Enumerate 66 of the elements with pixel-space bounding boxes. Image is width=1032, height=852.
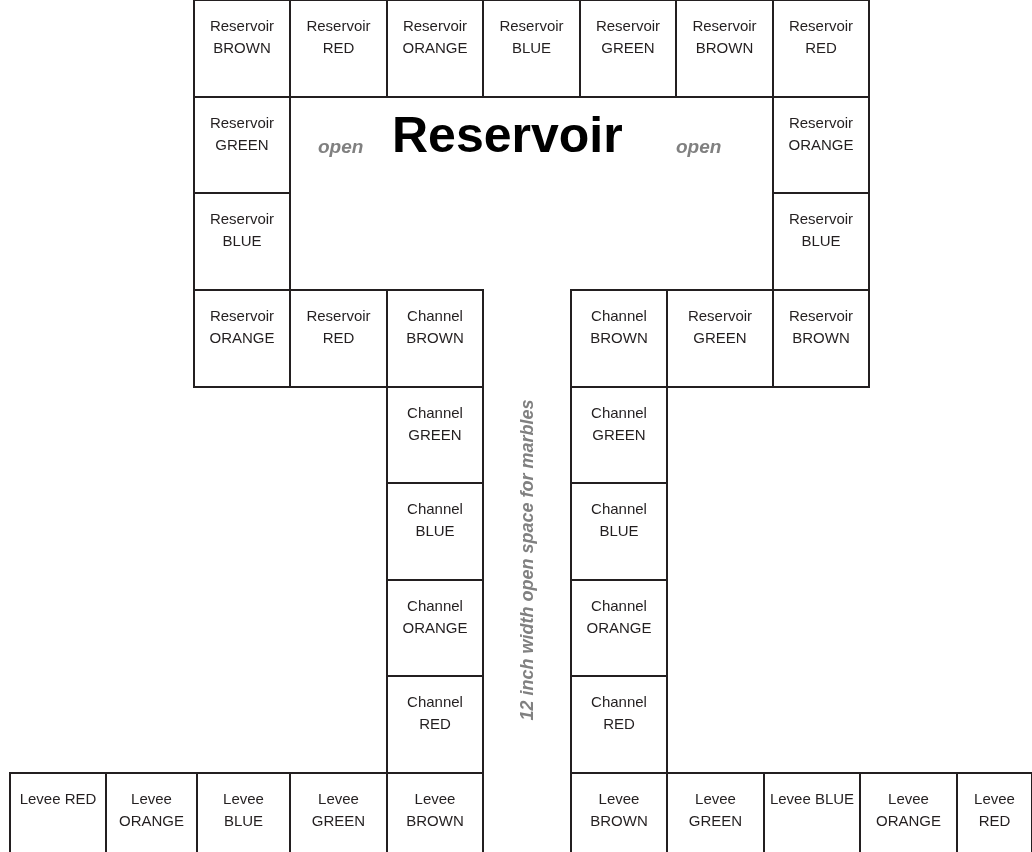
board-square <box>193 96 291 194</box>
square-label: Reservoir BROWN <box>208 16 276 58</box>
square-label: Levee ORANGE <box>118 789 185 831</box>
board-square <box>386 482 484 581</box>
square-label: Reservoir GREEN <box>208 113 276 155</box>
board-square <box>570 386 668 484</box>
board-square <box>9 772 107 852</box>
board-square <box>386 386 484 484</box>
square-label: Channel RED <box>590 692 648 734</box>
square-label: Channel BLUE <box>590 499 648 541</box>
board-square <box>666 289 774 388</box>
square-label: Levee BLUE <box>222 789 265 831</box>
board-square <box>579 0 677 98</box>
square-label: Channel ORANGE <box>401 596 469 638</box>
board-square <box>482 0 581 98</box>
board-square <box>772 0 870 98</box>
square-label: Channel ORANGE <box>585 596 653 638</box>
square-label: Reservoir ORANGE <box>208 306 276 348</box>
square-label: Reservoir RED <box>305 306 372 348</box>
board-square <box>386 0 484 98</box>
board-square <box>772 96 870 194</box>
square-label: Levee ORANGE <box>875 789 942 831</box>
board-square <box>570 675 668 774</box>
board-square <box>570 482 668 581</box>
vertical-note: 12 inch width open space for marbles <box>515 399 538 721</box>
square-label: Levee RED <box>973 789 1016 831</box>
square-label: Channel BROWN <box>589 306 649 348</box>
board-square <box>772 289 870 388</box>
square-label: Reservoir GREEN <box>686 306 754 348</box>
area-title: Reservoir <box>392 110 623 160</box>
board-square <box>956 772 1032 852</box>
square-label: Channel RED <box>406 692 464 734</box>
square-label: Levee BLUE <box>768 789 856 809</box>
board-square <box>570 289 668 388</box>
square-label: Channel BROWN <box>405 306 465 348</box>
square-label: Reservoir BROWN <box>691 16 758 58</box>
board-square <box>193 289 291 388</box>
board-square <box>289 0 388 98</box>
square-label: Levee BROWN <box>589 789 649 831</box>
square-label: Reservoir BLUE <box>208 209 276 251</box>
board-square <box>675 0 774 98</box>
board-square <box>570 579 668 677</box>
square-label: Reservoir GREEN <box>594 16 662 58</box>
square-label: Levee BROWN <box>405 789 465 831</box>
square-label: Reservoir BLUE <box>787 209 855 251</box>
square-label: Reservoir ORANGE <box>401 16 469 58</box>
board-square <box>386 289 484 388</box>
board-square <box>386 579 484 677</box>
square-label: Reservoir RED <box>787 16 855 58</box>
square-label: Reservoir BROWN <box>787 306 855 348</box>
board-square <box>772 192 870 291</box>
board-square <box>289 289 388 388</box>
square-label: Levee GREEN <box>687 789 744 831</box>
square-label: Reservoir ORANGE <box>787 113 855 155</box>
square-label: Channel GREEN <box>590 403 648 445</box>
open-label: open <box>318 135 364 159</box>
square-label: Channel BLUE <box>406 499 464 541</box>
board-square <box>386 675 484 774</box>
square-label: Reservoir RED <box>305 16 372 58</box>
square-label: Reservoir BLUE <box>498 16 565 58</box>
square-label: Levee GREEN <box>310 789 367 831</box>
square-label: Levee RED <box>18 789 98 809</box>
board-square <box>193 0 291 98</box>
open-label: open <box>676 135 722 159</box>
square-label: Channel GREEN <box>406 403 464 445</box>
board-square <box>193 192 291 291</box>
